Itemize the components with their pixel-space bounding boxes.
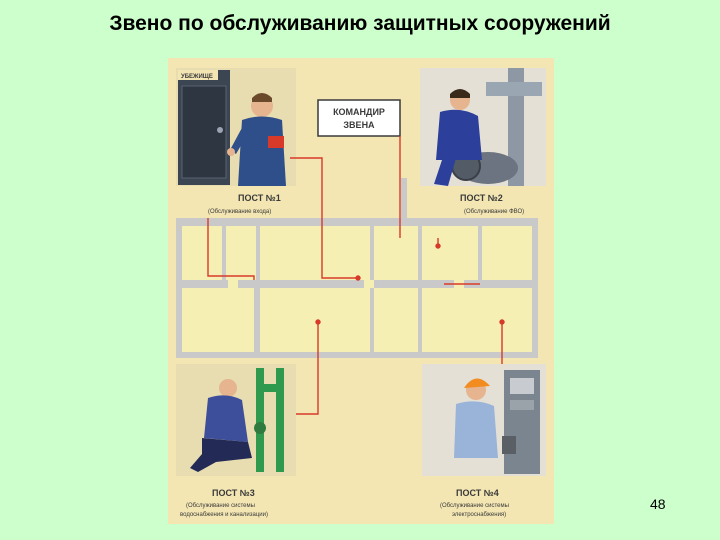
post1-title: ПОСТ №1 bbox=[238, 193, 281, 203]
slide-title: Звено по обслуживанию защитных сооружени… bbox=[109, 12, 611, 35]
post1-scene: УБЕЖИЩЕ bbox=[176, 68, 296, 186]
command-lines bbox=[207, 136, 505, 415]
worker4-shirt bbox=[454, 401, 498, 458]
water-pipe bbox=[256, 368, 264, 472]
post2-subtitle: (Обслуживание ФВО) bbox=[464, 209, 524, 215]
commander-box: КОМАНДИР ЗВЕНА bbox=[317, 99, 401, 137]
valve-icon bbox=[254, 422, 266, 434]
post3-subtitle-1: (Обслуживание системы bbox=[186, 503, 255, 509]
post4-title: ПОСТ №4 bbox=[456, 488, 499, 498]
post4-subtitle-2: электроснабжения) bbox=[452, 512, 506, 518]
page-number: 48 bbox=[650, 496, 666, 512]
post1-subtitle: (Обслуживание входа) bbox=[208, 209, 271, 215]
multimeter-icon bbox=[502, 436, 516, 454]
worker3-head bbox=[219, 379, 237, 397]
worker2-overalls bbox=[436, 109, 482, 160]
poster-svg: УБЕЖИЩЕ КОМАНДИР ЗВЕНА bbox=[176, 68, 546, 518]
floor-plan bbox=[176, 178, 538, 358]
hard-hat-icon bbox=[464, 378, 490, 388]
post4-scene bbox=[422, 364, 546, 476]
post3-scene bbox=[176, 364, 296, 476]
door-sign: УБЕЖИЩЕ bbox=[181, 74, 213, 80]
worker3-shirt bbox=[204, 395, 248, 442]
poster-illustration: УБЕЖИЩЕ КОМАНДИР ЗВЕНА bbox=[168, 58, 554, 524]
commander-label-2: ЗВЕНА bbox=[343, 120, 375, 130]
post4-subtitle-1: (Обслуживание системы bbox=[440, 503, 509, 509]
vent-pipe bbox=[508, 68, 524, 186]
door-handle-icon bbox=[217, 127, 223, 133]
worker1-jacket bbox=[238, 116, 286, 186]
armband bbox=[268, 136, 284, 148]
post3-title: ПОСТ №3 bbox=[212, 488, 255, 498]
post2-title: ПОСТ №2 bbox=[460, 193, 503, 203]
commander-label-1: КОМАНДИР bbox=[333, 107, 385, 117]
post2-scene bbox=[420, 68, 546, 186]
post3-subtitle-2: водоснабжения и канализации) bbox=[180, 512, 268, 518]
